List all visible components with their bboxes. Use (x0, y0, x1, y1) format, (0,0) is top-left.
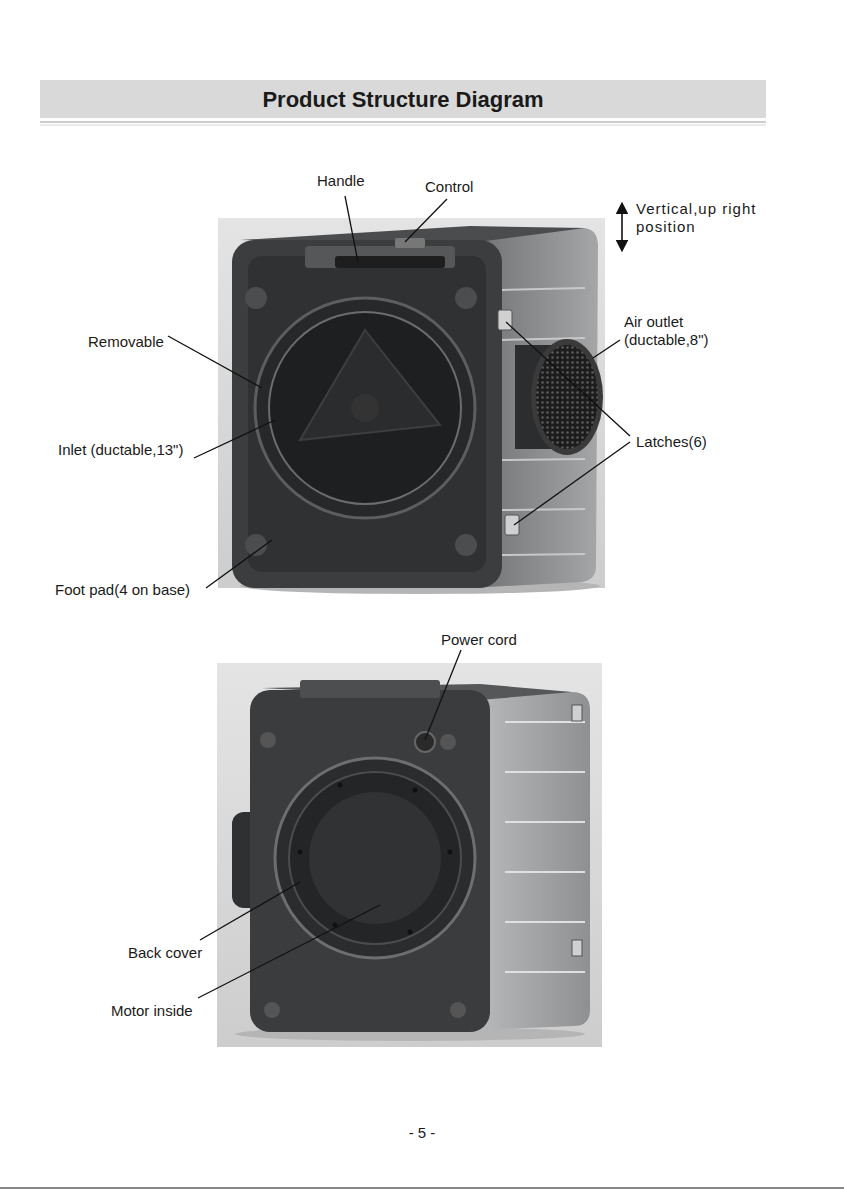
part-label: Power cord (441, 631, 517, 649)
rear-view (217, 663, 602, 1047)
vertical-arrow (621, 208, 623, 246)
leader-lines (168, 196, 630, 998)
part-label: Latches(6) (636, 433, 707, 451)
page-title: Product Structure Diagram (40, 86, 766, 114)
part-label: - 5 - (372, 1124, 472, 1142)
page-rule (0, 1188, 844, 1189)
front-view (218, 218, 605, 594)
part-label: Handle (317, 172, 365, 190)
part-label: Control (425, 178, 473, 196)
part-label: Vertical,up right position (636, 200, 786, 236)
part-label: Motor inside (111, 1002, 193, 1020)
part-label: Foot pad(4 on base) (55, 581, 190, 599)
rule (40, 121, 766, 123)
part-label: Back cover (128, 944, 202, 962)
title-band (40, 80, 766, 118)
part-label: Inlet (ductable,13") (58, 441, 183, 459)
part-label: Air outlet (ductable,8") (624, 313, 734, 349)
rule (40, 125, 766, 126)
part-label: Removable (88, 333, 164, 351)
